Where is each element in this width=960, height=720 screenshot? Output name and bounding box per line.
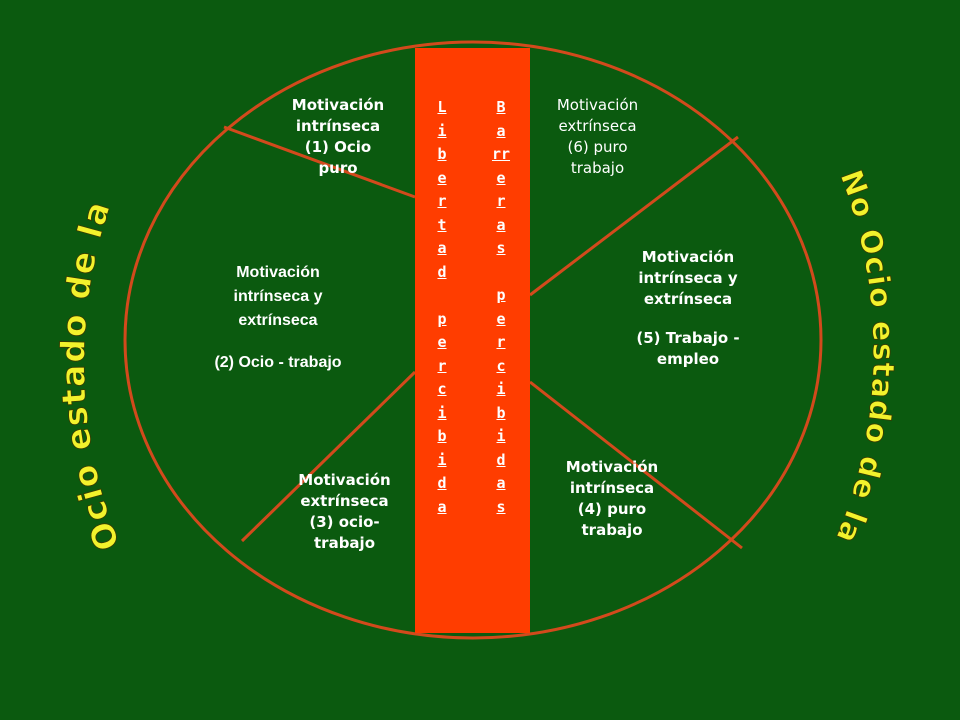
vertical-letter: p: [437, 309, 447, 328]
vertical-letter: p: [496, 286, 506, 304]
vertical-letter: [430, 284, 454, 308]
vertical-letter: b: [496, 403, 506, 422]
vertical-letter: a: [496, 215, 506, 234]
segment-5-label: Motivación intrínseca y extrínseca (5) T…: [636, 248, 740, 368]
vertical-letter: B: [496, 98, 506, 116]
vertical-letter: c: [496, 356, 506, 375]
vertical-letter: e: [437, 333, 447, 351]
vertical-letter: rr: [491, 145, 511, 163]
vertical-letter: [489, 261, 513, 285]
vertical-letter: d: [437, 262, 447, 281]
vertical-letter: a: [496, 474, 506, 492]
segment-1-label: Motivación intrínseca (1) Ocio puro: [291, 96, 385, 177]
left-arc-text: Ocio estado de la mente: [0, 0, 127, 556]
vertical-letter: i: [437, 121, 447, 140]
vertical-letter: r: [437, 356, 447, 375]
vertical-letter: i: [496, 380, 506, 398]
vertical-letter: d: [496, 450, 506, 469]
vertical-letter: a: [437, 239, 447, 257]
vertical-letter: r: [496, 333, 506, 351]
segment-3-label: Motivación extrínseca (3) ocio- trabajo: [298, 471, 391, 552]
divider-lower-right: [529, 380, 743, 550]
vertical-letter: a: [496, 121, 506, 140]
vertical-letter: s: [496, 497, 506, 516]
vertical-letter: r: [496, 192, 506, 210]
vertical-letter: b: [437, 145, 447, 163]
segment-4-label: Motivación intrínseca (4) puro trabajo: [565, 458, 659, 539]
vertical-letter: r: [437, 192, 447, 210]
vertical-letter: e: [437, 168, 447, 187]
divider-upper-right: [529, 135, 739, 297]
vertical-letter: d: [437, 474, 447, 492]
segment-6-label: Motivación extrínseca (6) puro trabajo: [556, 96, 639, 177]
vertical-letter: L: [437, 98, 447, 116]
vertical-letter: e: [496, 309, 506, 328]
vertical-letter: c: [437, 380, 447, 398]
vertical-letter: i: [437, 403, 447, 422]
outer-circle: [123, 40, 823, 640]
vertical-letter: i: [437, 450, 447, 469]
vertical-letter: a: [437, 497, 447, 516]
vertical-letter: i: [496, 427, 506, 445]
vertical-letter: s: [496, 239, 506, 257]
divider-lower-left: [240, 370, 417, 543]
divider-upper-left: [223, 125, 416, 199]
vertical-letter: t: [437, 215, 447, 234]
segment-2-label: Motivación intrínseca y extrínseca (2) O…: [214, 264, 342, 371]
vertical-letter: b: [437, 427, 447, 445]
vertical-letter: e: [496, 168, 506, 187]
center-bar: [415, 48, 530, 633]
